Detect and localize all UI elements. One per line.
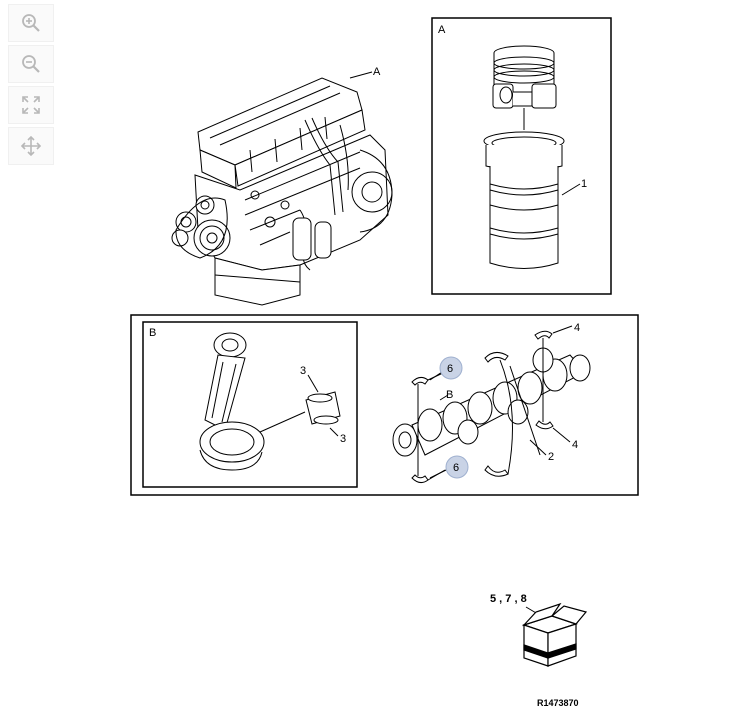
callout-6a-badge[interactable] <box>439 356 463 380</box>
connecting-rod-illustration <box>199 332 306 471</box>
panel-b-callout-2: 2 <box>548 451 554 463</box>
callout-6b-badge[interactable] <box>445 455 469 479</box>
viewer-toolbar <box>8 4 54 165</box>
callout-4b-leader <box>552 427 571 443</box>
panel-b-frame <box>142 321 358 488</box>
fullscreen-icon <box>22 96 40 114</box>
panel-b-callout-4a: 4 <box>574 322 580 334</box>
panel-a-callout-1: 1 <box>581 178 587 190</box>
kit-label: 5 , 7 , 8 <box>490 593 527 605</box>
panel-b-callout-3a: 3 <box>300 365 306 377</box>
panel-b-callout-4b: 4 <box>572 439 578 451</box>
engine-callout-a: A <box>373 66 381 78</box>
panel-b-title: B <box>149 327 156 339</box>
callout-6a-leader <box>429 371 443 381</box>
rod-bearing-illustration <box>305 391 341 425</box>
callout-6b-leader <box>429 469 447 479</box>
panel-a-frame <box>431 17 612 295</box>
fit-to-screen-button[interactable] <box>8 86 54 124</box>
panel-b-callout-b: B <box>446 389 453 401</box>
zoom-out-icon <box>22 55 40 73</box>
bottom-panel-frame <box>130 314 639 496</box>
cylinder-liner-illustration <box>483 131 565 269</box>
panel-b-callout-3b: 3 <box>340 433 346 445</box>
callout-4a-leader <box>552 325 573 334</box>
callout-2-leader <box>529 439 547 456</box>
kit-box-icon <box>522 602 588 667</box>
callout-b-leader <box>439 394 449 401</box>
crankshaft-illustration <box>392 347 591 457</box>
panel-b-callout-6a: 6 <box>447 363 453 375</box>
pan-button[interactable] <box>8 127 54 165</box>
engine-illustration <box>171 71 393 306</box>
main-bearing-shells-middle <box>484 352 541 477</box>
piston-illustration <box>492 45 557 109</box>
panel-b-callout-6b: 6 <box>453 462 459 474</box>
main-bearing-shells-right <box>534 330 554 430</box>
move-icon <box>20 135 42 157</box>
callout-1-leader <box>561 183 581 196</box>
zoom-out-button[interactable] <box>8 45 54 83</box>
zoom-in-icon <box>22 14 40 32</box>
callout-3a-leader <box>307 374 319 393</box>
zoom-in-button[interactable] <box>8 4 54 42</box>
callout-3b-leader <box>329 427 339 437</box>
panel-a-title: A <box>438 24 446 36</box>
reference-number: R1473870 <box>537 698 579 708</box>
